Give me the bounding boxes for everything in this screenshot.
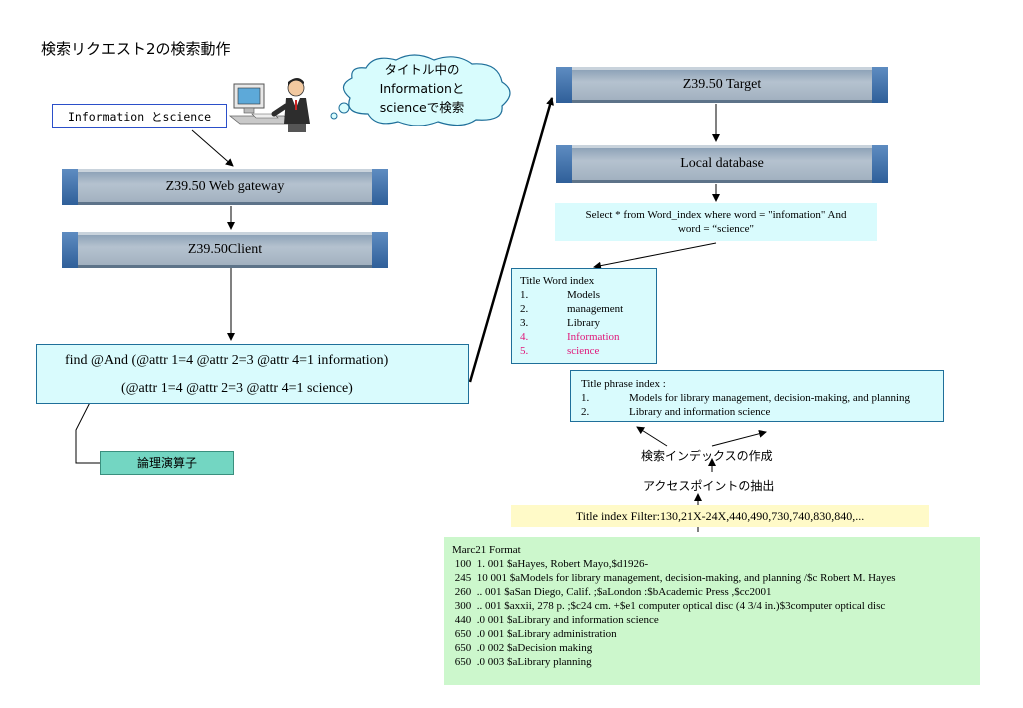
marc-record-box: Marc21 Format 100 1. 001 $aHayes, Robert…	[444, 537, 980, 685]
marc-field-line: 440 .0 001 $aLibrary and information sci…	[452, 614, 659, 626]
cloud-line-1: タイトル中の	[384, 62, 460, 77]
web-gateway-bar: Z39.50 Web gateway	[62, 169, 388, 205]
title-index-filter-box: Title index Filter:130,21X-24X,440,490,7…	[511, 505, 929, 527]
phrase-index-box: Title phrase index : 1. Models for libra…	[570, 370, 944, 422]
cloud-text: タイトル中の Informationと scienceで検索	[352, 60, 492, 117]
word-index-term: Library	[567, 317, 600, 329]
local-database-bar: Local database	[556, 145, 888, 183]
word-index-num: 3.	[520, 317, 529, 329]
marc-field-line: 245 10 001 $aModels for library manageme…	[452, 572, 896, 584]
sql-query-line-1: Select * from Word_index where word = "i…	[585, 209, 847, 221]
arrow-find-to-target	[468, 97, 554, 383]
word-index-title: Title Word index	[520, 275, 595, 287]
thought-cloud-icon	[330, 54, 511, 126]
arrow-query-to-gateway	[191, 129, 234, 167]
marc-title: Marc21 Format	[452, 544, 521, 556]
marc-field-line: 260 .. 001 $aSan Diego, Calif. ;$aLondon…	[452, 586, 772, 598]
phrase-index-text: Models for library management, decision-…	[629, 392, 911, 404]
arrow-to-word-index	[636, 426, 668, 447]
marc-field-line: 650 .0 002 $aDecision making	[452, 642, 593, 654]
find-command-line-1: find @And (@attr 1=4 @attr 2=3 @attr 4=1…	[65, 353, 389, 368]
marc-field-line: 300 .. 001 $axxii, 278 p. ;$c24 cm. +$e1…	[452, 600, 886, 612]
marc-field-line: 650 .0 003 $aLibrary planning	[452, 656, 592, 668]
cloud-line-3: scienceで検索	[379, 100, 465, 115]
target-label: Z39.50 Target	[682, 77, 762, 92]
web-gateway-label: Z39.50 Web gateway	[165, 179, 285, 194]
find-command-box: find @And (@attr 1=4 @attr 2=3 @attr 4=1…	[36, 344, 469, 404]
word-index-term: science	[567, 345, 600, 357]
client-label: Z39.50Client	[187, 242, 263, 257]
arrow-to-phrase-index	[711, 429, 767, 447]
word-index-num: 5.	[520, 345, 529, 357]
phrase-index-num: 2.	[581, 406, 590, 418]
phrase-index-text: Library and information science	[629, 406, 771, 418]
cloud-line-2: Informationと	[379, 81, 465, 96]
arrow-select-to-wordindex	[593, 242, 717, 270]
target-bar: Z39.50 Target	[556, 67, 888, 103]
phrase-index-num: 1.	[581, 392, 590, 404]
marc-field-line: 100 1. 001 $aHayes, Robert Mayo,$d1926-	[452, 558, 649, 570]
word-index-term: Models	[567, 289, 600, 301]
access-point-label: アクセスポイントの抽出	[643, 479, 775, 493]
page-title: 検索リクエスト2の検索動作	[41, 40, 231, 58]
local-database-label: Local database	[680, 156, 764, 171]
word-index-num: 2.	[520, 303, 529, 315]
sql-query-box: Select * from Word_index where word = "i…	[555, 203, 877, 241]
word-index-term: management	[567, 303, 624, 315]
user-at-computer-icon	[228, 78, 310, 132]
word-index-box: Title Word index 1. Models 2. management…	[511, 268, 657, 364]
sql-query-line-2: word = “science"	[677, 223, 755, 235]
word-index-num: 4.	[520, 331, 529, 343]
find-command-line-2: (@attr 1=4 @attr 2=3 @attr 4=1 science)	[121, 381, 353, 396]
operator-label: 論理演算子	[100, 451, 234, 475]
word-index-term: Information	[567, 331, 620, 343]
index-creation-label: 検索インデックスの作成	[641, 449, 773, 463]
phrase-index-title: Title phrase index :	[581, 378, 666, 390]
query-input-box: Information とscience	[52, 104, 227, 128]
word-index-num: 1.	[520, 289, 529, 301]
client-bar: Z39.50Client	[62, 232, 388, 268]
marc-field-line: 650 .0 001 $aLibrary administration	[452, 628, 617, 640]
